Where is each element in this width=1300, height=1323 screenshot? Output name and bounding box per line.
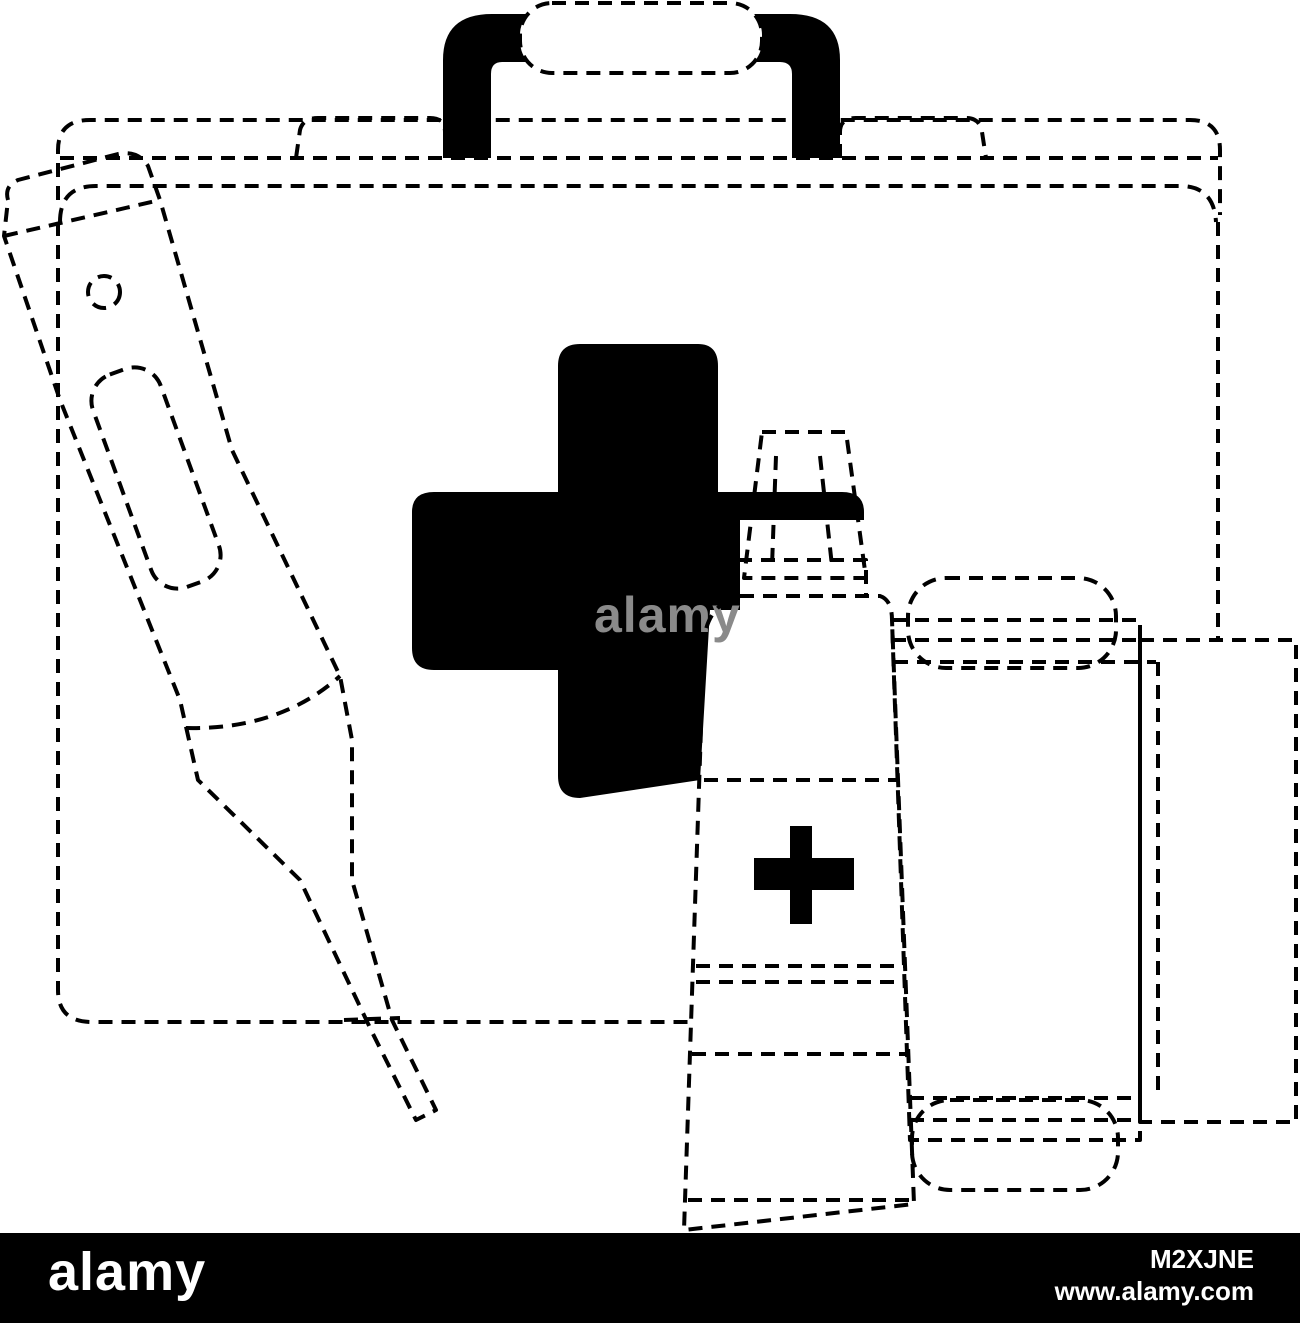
bandage-wrap bbox=[890, 618, 1142, 1142]
footer-url: www.alamy.com bbox=[1054, 1276, 1254, 1306]
thermometer-cap-line bbox=[3, 198, 161, 238]
bandage-roll-icon bbox=[890, 576, 1298, 1192]
tube-cap-stripe-right bbox=[818, 455, 834, 567]
thermometer-tip-line-a bbox=[343, 1016, 401, 1022]
footer-bar: alamy M2XJNE www.alamy.com bbox=[0, 1233, 1300, 1323]
tube-cross-icon bbox=[754, 826, 854, 924]
kit-lid bbox=[56, 118, 1222, 215]
kit-latch-right bbox=[838, 116, 988, 159]
watermark-text: alamy bbox=[594, 587, 741, 643]
first-aid-illustration: alamy bbox=[2, 1, 1298, 1232]
footer-image-info: M2XJNE www.alamy.com bbox=[1055, 1243, 1254, 1307]
bandage-top bbox=[906, 576, 1118, 670]
kit-handle-grip bbox=[518, 1, 764, 75]
tube-body bbox=[682, 594, 916, 1232]
bandage-strip bbox=[1138, 638, 1298, 1124]
digital-thermometer-icon bbox=[2, 151, 438, 1122]
thermometer-grip-line bbox=[185, 674, 342, 731]
bandage-bottom bbox=[910, 1098, 1120, 1192]
thermometer-display bbox=[89, 365, 223, 591]
tube-cap-stripe-left bbox=[770, 455, 778, 567]
footer-image-id: M2XJNE bbox=[1149, 1244, 1254, 1274]
first-aid-kit-icon: alamy bbox=[56, 1, 1222, 1024]
thermometer-body bbox=[2, 151, 438, 1122]
medical-cross-icon bbox=[412, 344, 864, 798]
kit-body bbox=[56, 222, 690, 1024]
kit-body-top bbox=[58, 184, 1218, 223]
footer-logo: alamy bbox=[48, 1242, 207, 1302]
thermometer-button-icon bbox=[86, 274, 122, 310]
kit-latch-left bbox=[294, 116, 447, 159]
ointment-tube-icon bbox=[682, 430, 916, 1232]
tube-neck bbox=[736, 558, 868, 598]
